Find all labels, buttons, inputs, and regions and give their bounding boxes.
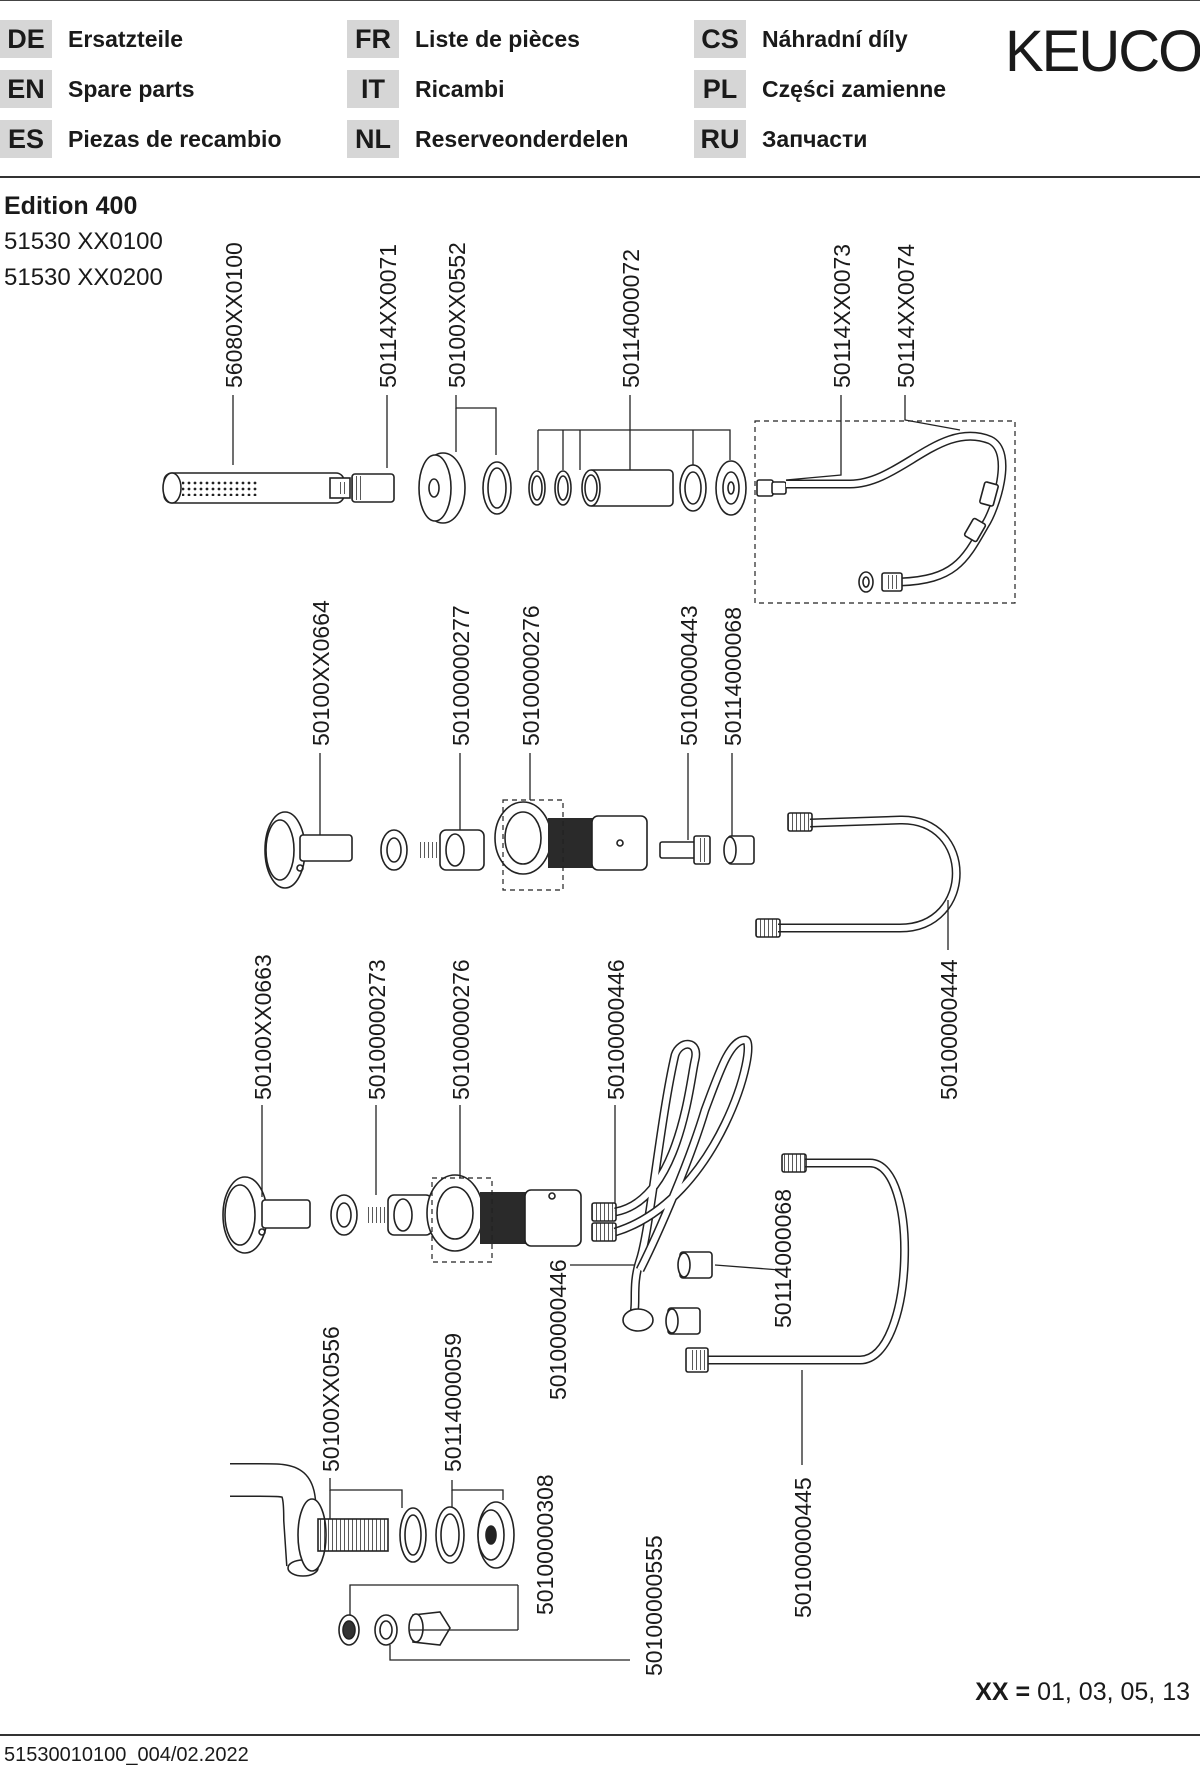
lang-name: Części zamienne <box>762 75 947 102</box>
part-label: 50100000276 <box>518 605 544 746</box>
leader-lines <box>232 395 961 1661</box>
variant-note: XX = 01, 03, 05, 13 <box>975 1678 1190 1707</box>
lang-row-ru: RU Запчасти <box>694 120 867 158</box>
lang-code: EN <box>0 70 52 108</box>
o-ring <box>482 461 512 515</box>
part-label: 50100000276 <box>448 959 474 1100</box>
lang-row-es: ES Piezas de recambio <box>0 120 282 158</box>
variant-values: 01, 03, 05, 13 <box>1037 1678 1190 1706</box>
lang-name: Náhradní díly <box>762 25 908 52</box>
spindle-lower <box>368 1194 433 1236</box>
lang-row-nl: NL Reserveonderdelen <box>347 120 628 158</box>
lang-code: FR <box>347 20 399 58</box>
u-hose-lower <box>685 1153 910 1373</box>
cartridge-lower <box>426 1174 582 1252</box>
twin-hoses <box>591 1035 753 1332</box>
lang-row-en: EN Spare parts <box>0 70 195 108</box>
cartridge-frame-lower <box>431 1177 493 1263</box>
part-label: 50114XX0073 <box>829 244 855 388</box>
cartridge-frame-upper <box>502 799 564 891</box>
lang-code: CS <box>694 20 746 58</box>
top-border <box>0 0 1200 1</box>
rosette <box>418 452 466 524</box>
cartridge-upper <box>494 801 648 875</box>
document-reference: 51530010100_004/02.2022 <box>4 1744 249 1766</box>
u-hose-upper <box>755 812 961 938</box>
part-label: 50114XX0071 <box>375 244 401 388</box>
connector-nut-upper <box>723 835 755 865</box>
shower-hose <box>756 431 1007 593</box>
lang-row-cs: CS Náhradní díly <box>694 20 908 58</box>
part-label: 50100XX0663 <box>250 954 276 1100</box>
lang-name: Spare parts <box>68 75 195 102</box>
adapter-ring-lower <box>330 1194 358 1236</box>
footer-divider <box>0 1734 1200 1736</box>
lang-name: Piezas de recambio <box>68 125 282 152</box>
part-label: 50100000308 <box>532 1474 558 1615</box>
spout-washer <box>435 1506 465 1564</box>
model-number: 51530 XX0200 <box>4 264 163 291</box>
part-label: 50100000555 <box>641 1535 667 1676</box>
handle-knob-lower <box>222 1176 311 1254</box>
model-number: 51530 XX0100 <box>4 228 163 255</box>
spout-flange <box>477 1501 515 1569</box>
connector-nipple-upper <box>659 835 711 865</box>
spout <box>230 1463 389 1577</box>
part-label: 50100000444 <box>936 959 962 1100</box>
variant-key: XX = <box>975 1678 1031 1706</box>
lang-code: IT <box>347 70 399 108</box>
part-label: 50114000059 <box>440 1333 466 1472</box>
lang-row-it: IT Ricambi <box>347 70 504 108</box>
part-label: 50100000277 <box>448 605 474 746</box>
part-number-labels: 56080XX0100 50114XX0071 50100XX0552 5011… <box>221 242 962 1676</box>
guide-sleeve-set <box>528 460 747 516</box>
lang-code: RU <box>694 120 746 158</box>
handle-knob-upper <box>264 811 353 889</box>
part-label: 50100XX0664 <box>308 600 334 746</box>
hose-kit-frame <box>754 420 1016 604</box>
lang-row-de: DE Ersatzteile <box>0 20 183 58</box>
lang-row-fr: FR Liste de pièces <box>347 20 580 58</box>
part-label: 50100XX0556 <box>318 1326 344 1472</box>
part-label: 56080XX0100 <box>221 242 247 388</box>
lang-code: DE <box>0 20 52 58</box>
part-label: 50100XX0552 <box>444 242 470 388</box>
lang-row-pl: PL Części zamienne <box>694 70 946 108</box>
hose-nut <box>351 473 395 503</box>
part-label: 50114000068 <box>770 1189 796 1328</box>
connector-nut-lower-b <box>665 1307 701 1335</box>
lang-name: Ersatzteile <box>68 25 184 52</box>
part-label: 50114XX0074 <box>893 244 919 388</box>
part-label: 50114000068 <box>720 607 746 746</box>
lang-name: Liste de pièces <box>415 25 580 52</box>
spindle-upper <box>420 829 485 871</box>
lang-code: ES <box>0 120 52 158</box>
part-label: 50100000273 <box>364 959 390 1100</box>
product-series: Edition 400 <box>4 192 138 220</box>
lang-name: Reserveonderdelen <box>415 125 629 152</box>
lang-name: Запчасти <box>762 125 868 152</box>
lang-code: PL <box>694 70 746 108</box>
hand-shower <box>162 472 351 504</box>
keuco-logo: KEUCO <box>1005 19 1200 84</box>
part-label: 50100000443 <box>676 605 702 746</box>
part-label: 50100000446 <box>603 959 629 1100</box>
spout-o-ring <box>399 1507 427 1563</box>
header-divider <box>0 176 1200 178</box>
adapter-ring <box>380 829 408 871</box>
connector-nut-lower-a <box>677 1251 713 1279</box>
aerator-set <box>338 1611 451 1646</box>
lang-code: NL <box>347 120 399 158</box>
part-label: 50100000446 <box>545 1259 571 1400</box>
lang-name: Ricambi <box>415 75 505 102</box>
part-label: 50114000072 <box>618 249 644 388</box>
part-label: 50100000445 <box>790 1477 816 1618</box>
